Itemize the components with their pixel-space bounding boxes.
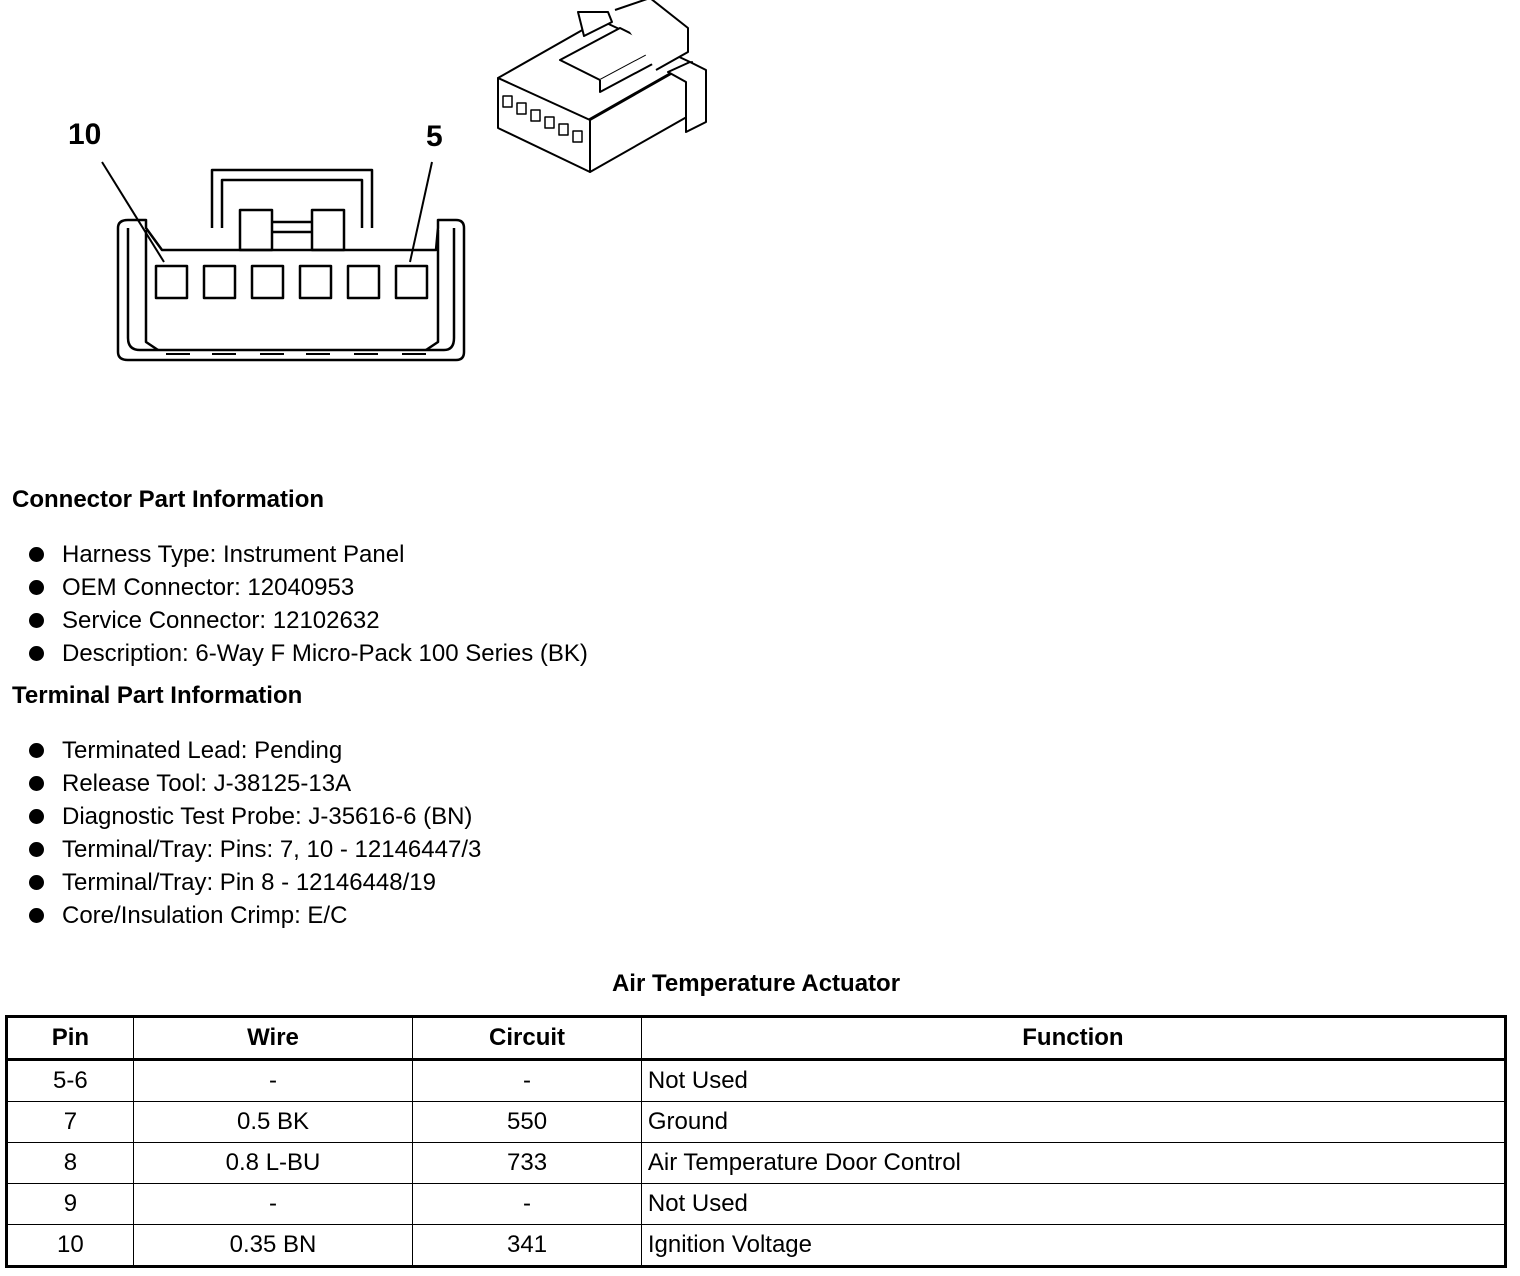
bullet-icon xyxy=(29,580,44,595)
pin-cavity-9 xyxy=(202,264,237,300)
list-item: Terminal/Tray: Pins: 7, 10 - 12146447/3 xyxy=(28,833,481,866)
bullet-icon xyxy=(29,875,44,890)
connector-body xyxy=(116,218,466,362)
list-item: Terminal/Tray: Pin 8 - 12146448/19 xyxy=(28,866,481,899)
cell-function: Not Used xyxy=(640,1183,1507,1225)
pinout-table: Pin Wire Circuit Function 5-6 - - Not Us… xyxy=(5,1015,1507,1268)
list-item: Terminated Lead: Pending xyxy=(28,734,481,767)
table-row: 9 - - Not Used xyxy=(6,1183,1507,1225)
cell-function: Ground xyxy=(640,1101,1507,1143)
terminal-info-title: Terminal Part Information xyxy=(12,682,303,709)
cell-wire: - xyxy=(132,1059,414,1102)
table-row: 10 0.35 BN 341 Ignition Voltage xyxy=(6,1224,1507,1267)
cell-pin: 9 xyxy=(6,1183,134,1225)
bullet-icon xyxy=(29,613,44,628)
cell-wire: 0.5 BK xyxy=(132,1101,414,1143)
list-item: Core/Insulation Crimp: E/C xyxy=(28,899,481,932)
connector-isometric-icon xyxy=(497,0,707,173)
list-item: Diagnostic Test Probe: J-35616-6 (BN) xyxy=(28,800,481,833)
bullet-icon xyxy=(29,743,44,758)
table-title: Air Temperature Actuator xyxy=(611,970,901,997)
list-item: Service Connector: 12102632 xyxy=(28,604,588,637)
list-item: Description: 6-Way F Micro-Pack 100 Seri… xyxy=(28,637,588,670)
table-row: 7 0.5 BK 550 Ground xyxy=(6,1101,1507,1143)
cell-circuit: - xyxy=(412,1183,642,1225)
bullet-icon xyxy=(29,908,44,923)
cell-pin: 10 xyxy=(6,1224,134,1267)
pin-label-5: 5 xyxy=(426,120,443,153)
pin-cavity-8 xyxy=(250,264,285,300)
cell-function: Ignition Voltage xyxy=(640,1224,1507,1267)
connector-info-title: Connector Part Information xyxy=(12,486,325,513)
cell-wire: 0.8 L-BU xyxy=(132,1142,414,1184)
pin-cavity-5 xyxy=(394,264,429,300)
cell-wire: 0.35 BN xyxy=(132,1224,414,1267)
pin-label-10: 10 xyxy=(68,118,101,151)
bullet-icon xyxy=(29,809,44,824)
header-wire: Wire xyxy=(132,1016,414,1061)
table-row: 8 0.8 L-BU 733 Air Temperature Door Cont… xyxy=(6,1142,1507,1184)
list-item: Release Tool: J-38125-13A xyxy=(28,767,481,800)
cell-pin: 5-6 xyxy=(6,1059,134,1102)
bullet-icon xyxy=(29,547,44,562)
pin-cavity-6 xyxy=(346,264,381,300)
table-row: 5-6 - - Not Used xyxy=(6,1059,1507,1102)
cell-pin: 8 xyxy=(6,1142,134,1184)
list-item: OEM Connector: 12040953 xyxy=(28,571,588,604)
cell-wire: - xyxy=(132,1183,414,1225)
list-item: Harness Type: Instrument Panel xyxy=(28,538,588,571)
header-pin: Pin xyxy=(6,1016,134,1061)
cell-circuit: 341 xyxy=(412,1224,642,1267)
pin-cavity-10 xyxy=(154,264,189,300)
cell-function: Not Used xyxy=(640,1059,1507,1102)
bullet-icon xyxy=(29,842,44,857)
table-header-row: Pin Wire Circuit Function xyxy=(6,1016,1507,1061)
cell-pin: 7 xyxy=(6,1101,134,1143)
header-circuit: Circuit xyxy=(412,1016,642,1061)
cell-circuit: 550 xyxy=(412,1101,642,1143)
header-function: Function xyxy=(640,1016,1507,1061)
connector-info-list: Harness Type: Instrument Panel OEM Conne… xyxy=(28,538,588,670)
bullet-icon xyxy=(29,646,44,661)
pin-cavity-7 xyxy=(298,264,333,300)
bullet-icon xyxy=(29,776,44,791)
connector-latch xyxy=(210,168,374,228)
terminal-info-list: Terminated Lead: Pending Release Tool: J… xyxy=(28,734,481,932)
cell-circuit: - xyxy=(412,1059,642,1102)
cell-function: Air Temperature Door Control xyxy=(640,1142,1507,1184)
connector-diagram: 10 5 xyxy=(68,0,707,362)
cell-circuit: 733 xyxy=(412,1142,642,1184)
